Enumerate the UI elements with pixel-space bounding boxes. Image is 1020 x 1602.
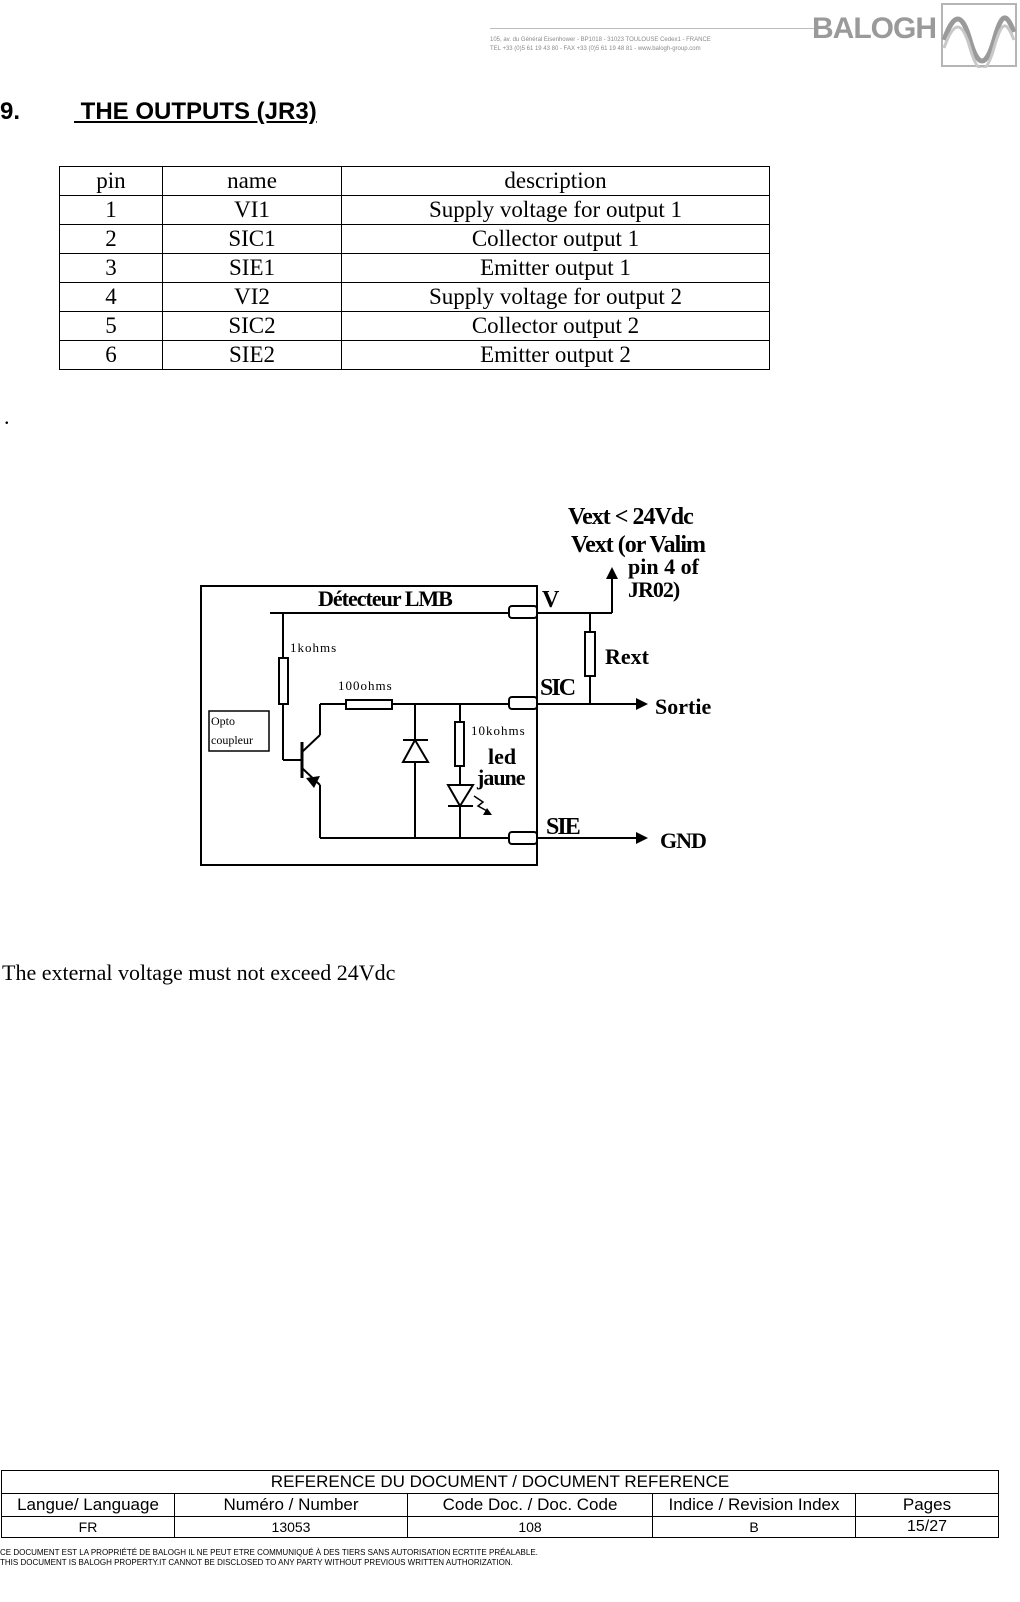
description-cell: Emitter output 1 bbox=[341, 253, 770, 283]
pin-cell: 6 bbox=[59, 340, 163, 370]
connector-v bbox=[508, 605, 538, 619]
name-cell: SIE2 bbox=[162, 340, 342, 370]
detector-title: Détecteur LMB bbox=[318, 586, 453, 611]
footer-header-revision: Indice / Revision Index bbox=[652, 1493, 856, 1517]
footer-title-row: REFERENCE DU DOCUMENT / DOCUMENT REFEREN… bbox=[1, 1470, 999, 1494]
footer-revision-value: B bbox=[652, 1516, 856, 1538]
footer-header-number: Numéro / Number bbox=[174, 1493, 408, 1517]
table-row: 3 SIE1 Emitter output 1 bbox=[59, 253, 770, 283]
v-pin-label: V bbox=[542, 587, 560, 613]
pin-cell: 5 bbox=[59, 311, 163, 341]
rext-label: Rext bbox=[605, 644, 650, 669]
vext-or-label: Vext (or Valim bbox=[571, 532, 706, 558]
table-row: 2 SIC1 Collector output 1 bbox=[59, 224, 770, 254]
pin-cell: 2 bbox=[59, 224, 163, 254]
description-cell: Collector output 2 bbox=[341, 311, 770, 341]
resistor-10k-label: 10kohms bbox=[471, 723, 526, 738]
company-logo-text: BALOGH bbox=[812, 12, 937, 45]
pin-table-header-row: pin name description bbox=[59, 166, 770, 196]
resistor-100 bbox=[345, 699, 393, 710]
balogh-wave-logo-icon bbox=[941, 3, 1017, 68]
output-circuit-schematic: Vext < 24Vdc Vext (or Valim pin 4 of JR0… bbox=[200, 504, 711, 866]
led-label-line1: led bbox=[488, 744, 516, 769]
resistor-10k bbox=[454, 721, 465, 767]
stray-dot: . bbox=[4, 404, 10, 429]
footer-language-value: FR bbox=[1, 1516, 175, 1538]
footer-value-row: FR 13053 108 B 15/27 bbox=[1, 1516, 999, 1538]
vext-limit-label: Vext < 24Vdc bbox=[568, 504, 694, 530]
gnd-arrow-icon bbox=[636, 832, 648, 844]
sic-pin-label: SIC bbox=[540, 675, 575, 701]
document-reference-table: REFERENCE DU DOCUMENT / DOCUMENT REFEREN… bbox=[1, 1470, 999, 1538]
description-cell: Collector output 1 bbox=[341, 224, 770, 254]
resistor-1k-label: 1kohms bbox=[290, 640, 337, 655]
footer-header-doc-code: Code Doc. / Doc. Code bbox=[407, 1493, 653, 1517]
section-number: 9. bbox=[0, 98, 21, 125]
header-rule bbox=[490, 28, 820, 29]
name-cell: SIC1 bbox=[162, 224, 342, 254]
pin-cell: 3 bbox=[59, 253, 163, 283]
pin-column-header: pin bbox=[59, 166, 163, 196]
table-row: 4 VI2 Supply voltage for output 2 bbox=[59, 282, 770, 312]
description-column-header: description bbox=[341, 166, 770, 196]
opto-label-line2: coupleur bbox=[211, 733, 253, 747]
resistor-rext bbox=[584, 631, 596, 677]
detector-box bbox=[200, 585, 538, 866]
header-address: 105, av. du Général Eisenhower - BP1018 … bbox=[490, 36, 810, 54]
footer-title: REFERENCE DU DOCUMENT / DOCUMENT REFEREN… bbox=[1, 1470, 999, 1494]
description-cell: Supply voltage for output 2 bbox=[341, 282, 770, 312]
description-cell: Supply voltage for output 1 bbox=[341, 195, 770, 225]
sortie-label: Sortie bbox=[655, 694, 711, 719]
pin-cell: 4 bbox=[59, 282, 163, 312]
header-address-line1: 105, av. du Général Eisenhower - BP1018 … bbox=[490, 37, 711, 43]
led-label-line2: jaune bbox=[476, 765, 526, 790]
resistor-100-label: 100ohms bbox=[338, 678, 393, 693]
connector-sie bbox=[508, 831, 538, 845]
sie-pin-label: SIE bbox=[546, 814, 580, 840]
header-address-line2: TEL +33 (0)5 61 19 43 80 - FAX +33 (0)5 … bbox=[490, 46, 701, 52]
pin-table: pin name description 1 VI1 Supply voltag… bbox=[59, 166, 770, 370]
table-row: 1 VI1 Supply voltage for output 1 bbox=[59, 195, 770, 225]
gnd-label: GND bbox=[660, 828, 706, 853]
footer-pages-value: 15/27 bbox=[855, 1516, 999, 1538]
description-cell: Emitter output 2 bbox=[341, 340, 770, 370]
footer-doc-code-value: 108 bbox=[407, 1516, 653, 1538]
footer-legal-french: CE DOCUMENT EST LA PROPRIÉTÉ DE BALOGH I… bbox=[0, 1548, 538, 1557]
table-row: 6 SIE2 Emitter output 2 bbox=[59, 340, 770, 370]
vext-pin-label: pin 4 of bbox=[628, 554, 700, 579]
name-cell: SIE1 bbox=[162, 253, 342, 283]
section-title: THE OUTPUTS (JR3) bbox=[74, 98, 317, 125]
table-row: 5 SIC2 Collector output 2 bbox=[59, 311, 770, 341]
footer-header-row: Langue/ Language Numéro / Number Code Do… bbox=[1, 1493, 999, 1517]
footer-legal-english: THIS DOCUMENT IS BALOGH PROPERTY.IT CANN… bbox=[0, 1558, 513, 1567]
opto-label-line1: Opto bbox=[211, 714, 235, 728]
name-cell: VI1 bbox=[162, 195, 342, 225]
name-cell: VI2 bbox=[162, 282, 342, 312]
connector-sic bbox=[508, 696, 538, 710]
name-cell: SIC2 bbox=[162, 311, 342, 341]
footer-header-language: Langue/ Language bbox=[1, 1493, 175, 1517]
voltage-note: The external voltage must not exceed 24V… bbox=[2, 960, 396, 985]
footer-header-pages: Pages bbox=[855, 1493, 999, 1517]
footer-number-value: 13053 bbox=[174, 1516, 408, 1538]
sortie-arrow-icon bbox=[636, 698, 648, 710]
resistor-1k bbox=[278, 657, 289, 705]
vext-arrow-icon bbox=[606, 567, 618, 579]
vext-connector-label: JR02) bbox=[628, 577, 680, 602]
name-column-header: name bbox=[162, 166, 342, 196]
pin-cell: 1 bbox=[59, 195, 163, 225]
